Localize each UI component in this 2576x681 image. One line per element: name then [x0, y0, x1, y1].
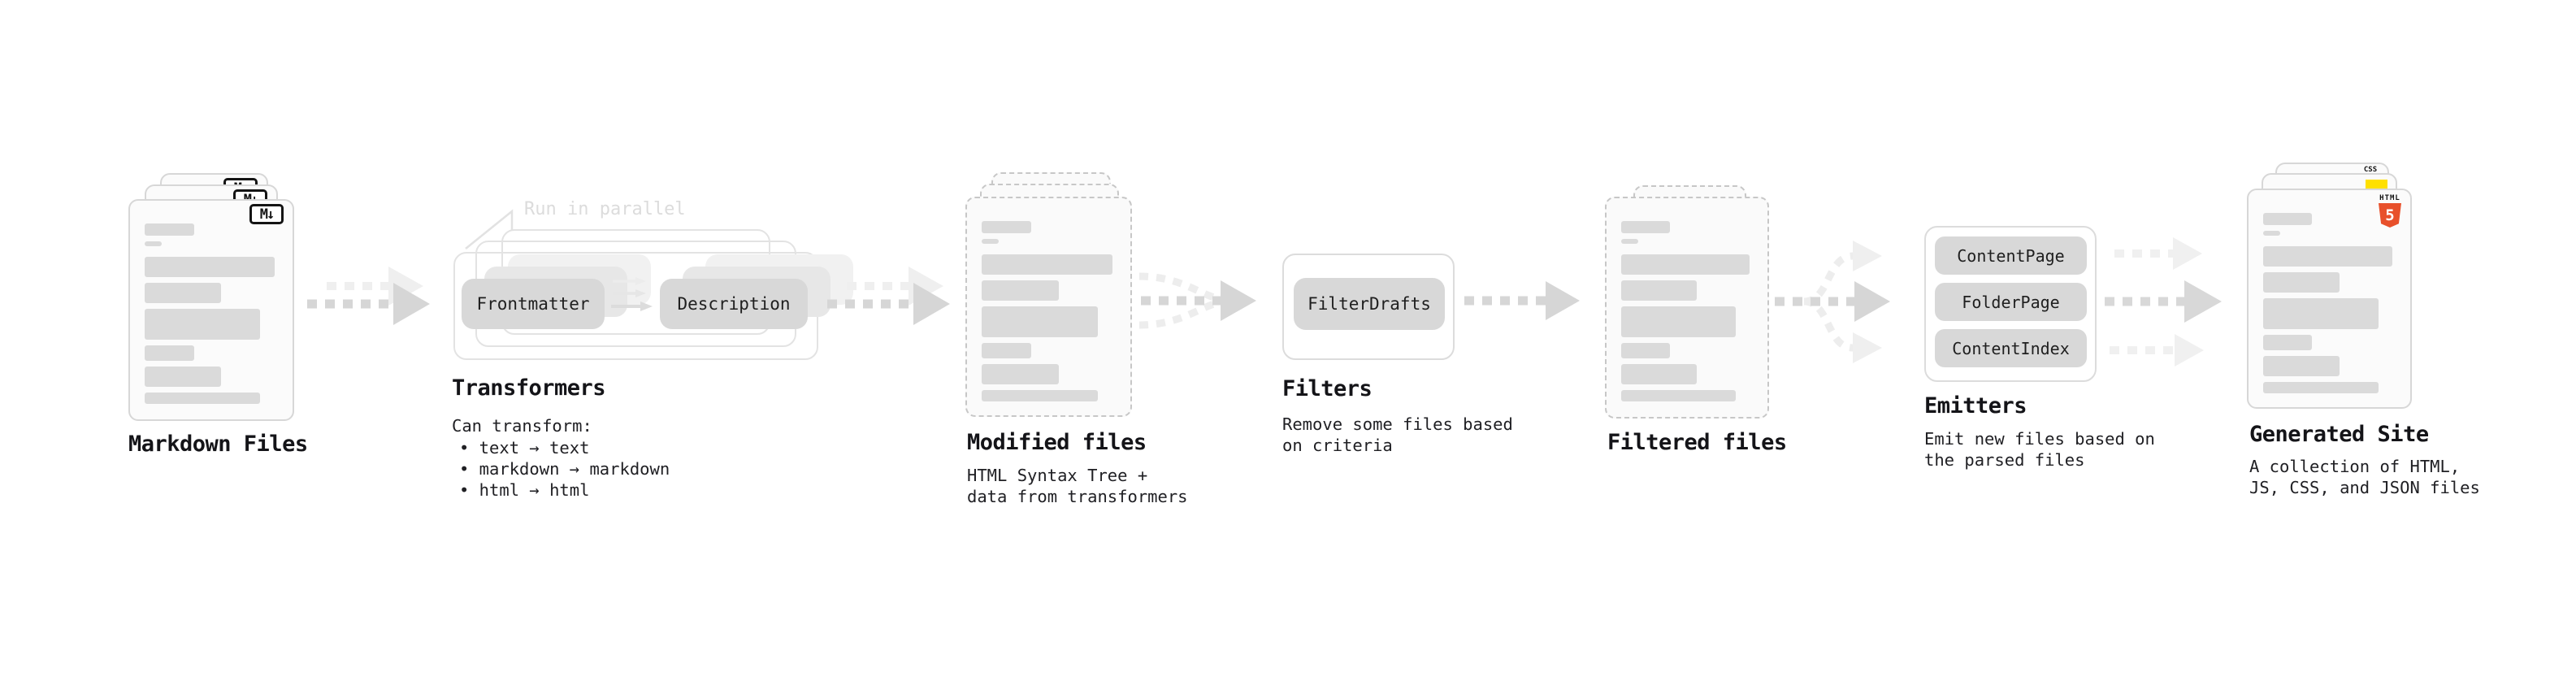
arrow-filtered-to-emitters	[1775, 241, 1890, 363]
placeholder-bar	[982, 390, 1099, 401]
transformers-desc-heading: Can transform:	[452, 416, 592, 436]
parallel-arrows-icon	[611, 277, 653, 311]
desc-line: A collection of HTML,	[2249, 457, 2461, 476]
filtered-file-card	[1605, 197, 1769, 419]
stage-title-transformers: Transformers	[452, 375, 606, 401]
placeholder-bar	[2263, 382, 2379, 393]
modified-files-desc: HTML Syntax Tree + data from transformer…	[967, 465, 1188, 507]
placeholder-bar	[145, 241, 162, 246]
bullet-item: • markdown → markdown	[459, 459, 670, 479]
emitter-box-folderpage: FolderPage	[1935, 283, 2087, 321]
placeholder-bar	[145, 393, 261, 404]
placeholder-bar	[2263, 298, 2379, 329]
placeholder-bar	[145, 345, 194, 361]
placeholder-bar	[145, 283, 222, 303]
placeholder-bar	[982, 254, 1112, 275]
arrow-modified-to-filters	[1138, 272, 1256, 329]
arrow-emitters-to-site	[2105, 237, 2222, 367]
desc-line: Remove some files based	[1282, 414, 1513, 434]
document-placeholder-lines	[2263, 213, 2392, 393]
desc-line: the parsed files	[1924, 450, 2085, 470]
placeholder-bar	[1621, 364, 1698, 384]
emitters-desc: Emit new files based on the parsed files	[1924, 428, 2155, 471]
placeholder-bar	[2263, 356, 2340, 376]
document-placeholder-lines	[982, 221, 1112, 401]
placeholder-bar	[982, 239, 999, 244]
run-in-parallel-leader-line	[465, 209, 514, 249]
arrow-markdown-to-transformers	[307, 267, 430, 325]
placeholder-bar	[982, 364, 1059, 384]
filter-box-filterdrafts: FilterDrafts	[1294, 278, 1445, 330]
generated-site-card: HTML 5	[2247, 189, 2412, 409]
placeholder-bar	[1621, 306, 1736, 337]
desc-line: data from transformers	[967, 487, 1188, 506]
placeholder-bar	[1621, 239, 1638, 244]
filters-desc: Remove some files based on criteria	[1282, 414, 1513, 456]
placeholder-bar	[1621, 390, 1736, 401]
arrow-transformers-to-modified	[827, 267, 950, 325]
placeholder-bar	[145, 257, 275, 277]
run-in-parallel-note: Run in parallel	[524, 199, 686, 219]
placeholder-bar	[1621, 280, 1698, 301]
stage-title-emitters: Emitters	[1924, 393, 2027, 419]
placeholder-bar	[982, 280, 1059, 301]
emitter-box-contentpage: ContentPage	[1935, 236, 2087, 275]
placeholder-bar	[982, 221, 1032, 233]
placeholder-bar	[1621, 221, 1671, 233]
stage-title-markdown-files: Markdown Files	[128, 432, 308, 457]
markdown-file-card: M↓	[128, 199, 294, 421]
transformer-box-description: Description	[660, 279, 808, 329]
placeholder-bar	[1621, 254, 1750, 275]
bullet-item: • html → html	[459, 480, 590, 500]
stage-title-generated-site: Generated Site	[2249, 422, 2429, 447]
placeholder-bar	[145, 309, 261, 340]
placeholder-bar	[145, 223, 194, 236]
transformer-box-frontmatter: Frontmatter	[462, 279, 605, 329]
stage-title-filtered-files: Filtered files	[1607, 430, 1787, 455]
js-file-icon	[2366, 180, 2387, 191]
emitter-box-contentindex: ContentIndex	[1935, 329, 2087, 367]
placeholder-bar	[982, 343, 1032, 358]
placeholder-bar	[1621, 343, 1671, 358]
placeholder-bar	[982, 306, 1099, 337]
placeholder-bar	[145, 367, 222, 387]
document-placeholder-lines	[145, 223, 275, 404]
desc-line: on criteria	[1282, 436, 1393, 455]
arrow-filters-to-filtered	[1464, 281, 1580, 320]
html5-icon: HTML 5	[2376, 194, 2404, 228]
generated-site-desc: A collection of HTML, JS, CSS, and JSON …	[2249, 456, 2480, 498]
css-file-icon: CSS	[2363, 166, 2378, 174]
placeholder-bar	[2263, 272, 2340, 293]
placeholder-bar	[2263, 213, 2313, 225]
placeholder-bar	[2263, 231, 2280, 236]
placeholder-bar	[2263, 335, 2313, 350]
desc-line: JS, CSS, and JSON files	[2249, 478, 2480, 497]
markdown-icon: M↓	[249, 204, 284, 224]
document-placeholder-lines	[1621, 221, 1750, 401]
bullet-item: • text → text	[459, 438, 590, 458]
desc-line: Emit new files based on	[1924, 429, 2155, 449]
modified-file-card	[965, 197, 1132, 417]
stage-title-modified-files: Modified files	[967, 430, 1147, 455]
transformers-bullet-list: • text → text • markdown → markdown • ht…	[459, 437, 670, 501]
placeholder-bar	[2263, 246, 2392, 267]
stage-title-filters: Filters	[1282, 376, 1373, 401]
desc-line: HTML Syntax Tree +	[967, 466, 1148, 485]
